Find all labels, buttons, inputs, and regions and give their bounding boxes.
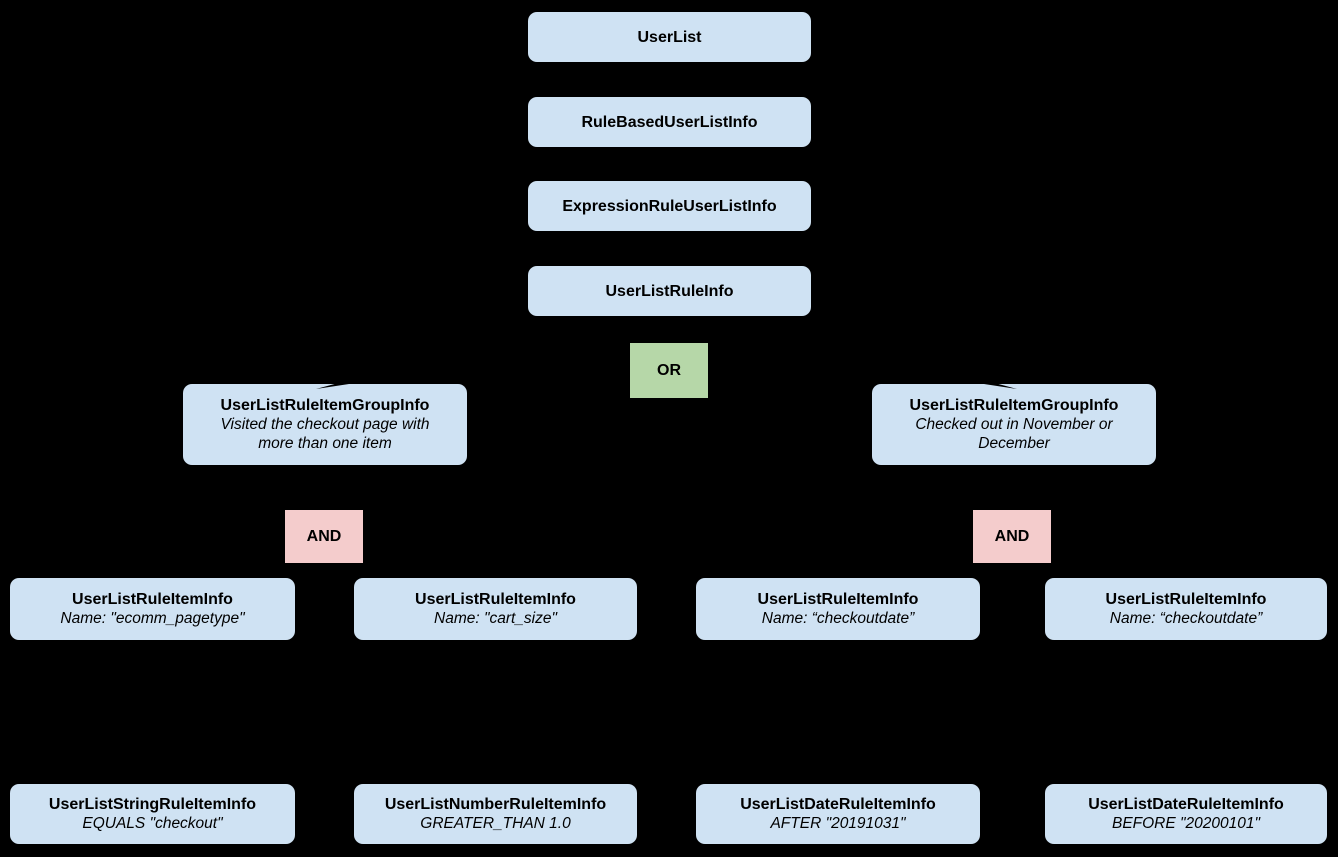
node-userlist-label: UserList [637,28,702,46]
node-group-right: UserListRuleItemGroupInfo Checked out in… [872,384,1156,465]
node-dateruleitem-after-condition: AFTER "20191031" [770,815,906,832]
node-dateruleitem-before-condition: BEFORE "20200101" [1111,815,1260,832]
node-dateruleitem-before-title: UserListDateRuleItemInfo [1088,796,1284,813]
node-stringruleitem-title: UserListStringRuleItemInfo [48,796,257,813]
or-operator-label: OR [657,361,681,379]
node-ruleitem-checkoutdate-2-title: UserListRuleItemInfo [1105,591,1267,608]
node-userlistruleinfo-label: UserListRuleInfo [605,282,734,300]
node-userlist: UserList [528,12,811,62]
node-numberruleitem-condition: GREATER_THAN 1.0 [420,815,571,832]
node-rulebaseduserlistinfo: RuleBasedUserListInfo [528,97,811,147]
node-dateruleitem-after-title: UserListDateRuleItemInfo [740,796,936,813]
node-ruleitem-checkoutdate-2: UserListRuleItemInfo Name: “checkoutdate… [1045,578,1327,640]
connector-remnant [661,310,689,328]
and-operator-right: AND [973,510,1051,563]
node-rulebaseduserlistinfo-label: RuleBasedUserListInfo [581,113,758,131]
node-group-left-title: UserListRuleItemGroupInfo [220,397,430,414]
node-ruleitem-checkoutdate-1-name: Name: “checkoutdate” [761,610,915,627]
node-ruleitem-cart-size: UserListRuleItemInfo Name: "cart_size" [354,578,637,640]
node-group-left: UserListRuleItemGroupInfo Visited the ch… [183,384,467,465]
node-ruleitem-checkoutdate-2-name: Name: “checkoutdate” [1109,610,1263,627]
node-dateruleitem-after: UserListDateRuleItemInfo AFTER "20191031… [696,784,980,844]
node-dateruleitem-before: UserListDateRuleItemInfo BEFORE "2020010… [1045,784,1327,844]
node-group-right-description: Checked out in November or December [915,416,1113,452]
node-group-left-description: Visited the checkout page with more than… [220,416,430,452]
node-ruleitem-checkoutdate-1: UserListRuleItemInfo Name: “checkoutdate… [696,578,980,640]
node-stringruleitem-condition: EQUALS "checkout" [82,815,223,832]
node-ruleitem-checkoutdate-1-title: UserListRuleItemInfo [757,591,919,608]
and-operator-left-label: AND [306,527,342,545]
node-ruleitem-cart-size-name: Name: "cart_size" [434,610,557,627]
or-operator: OR [630,343,708,398]
connector-arrowhead-right [984,376,1017,394]
and-operator-left: AND [285,510,363,563]
node-userlistruleinfo: UserListRuleInfo [528,266,811,316]
node-ruleitem-ecomm-pagetype: UserListRuleItemInfo Name: "ecomm_pagety… [10,578,295,640]
node-expressionruleuserlistinfo: ExpressionRuleUserListInfo [528,181,811,231]
node-ruleitem-cart-size-title: UserListRuleItemInfo [415,591,576,608]
node-ruleitem-ecomm-pagetype-name: Name: "ecomm_pagetype" [60,610,245,627]
connector-arrowhead-left [316,376,349,394]
node-ruleitem-ecomm-pagetype-title: UserListRuleItemInfo [72,591,233,608]
node-numberruleitem-title: UserListNumberRuleItemInfo [384,796,607,813]
and-operator-right-label: AND [994,527,1030,545]
node-group-right-title: UserListRuleItemGroupInfo [909,397,1119,414]
node-numberruleitem: UserListNumberRuleItemInfo GREATER_THAN … [354,784,637,844]
node-stringruleitem: UserListStringRuleItemInfo EQUALS "check… [10,784,295,844]
node-expressionruleuserlistinfo-label: ExpressionRuleUserListInfo [562,197,777,215]
